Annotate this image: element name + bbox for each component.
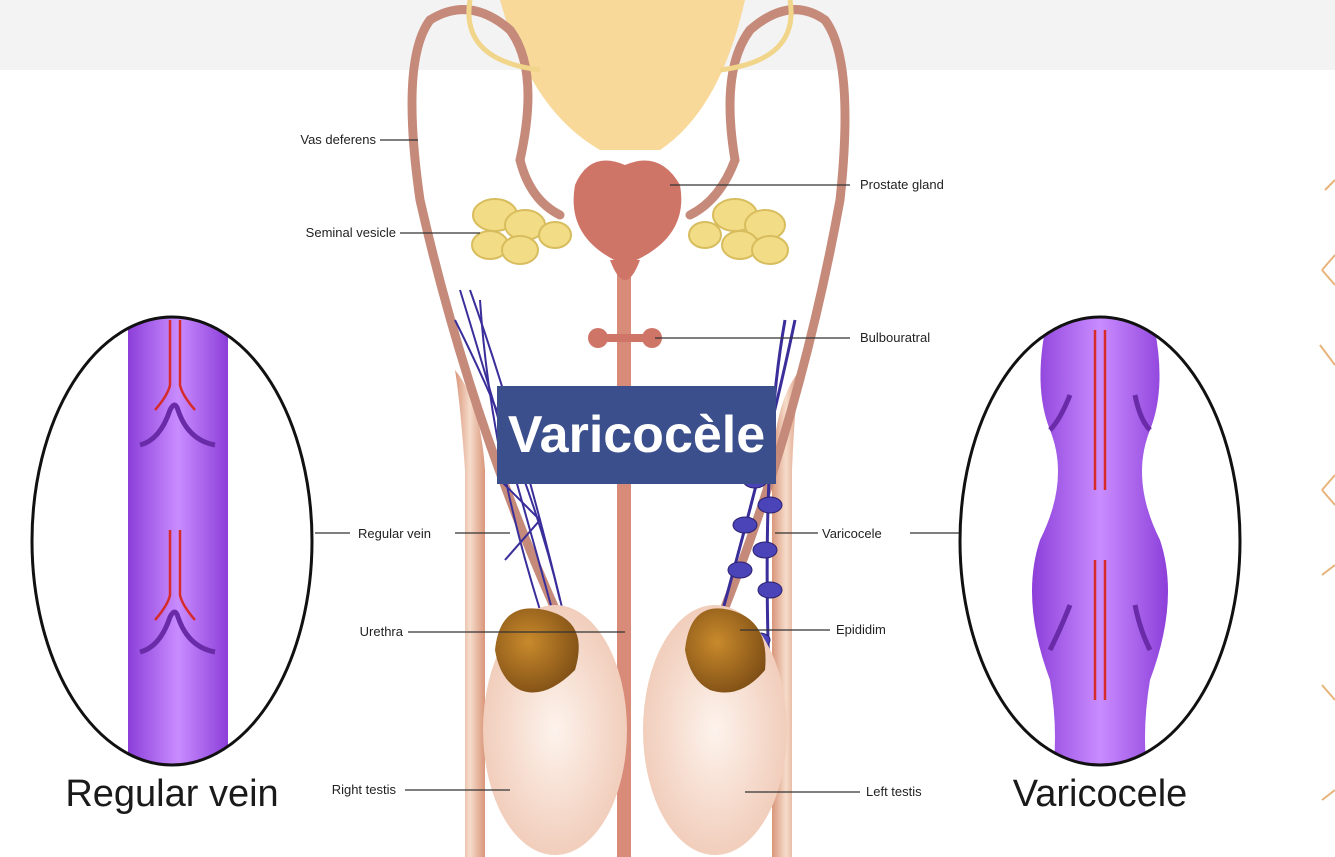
label-seminal-vesicle: Seminal vesicle — [306, 225, 396, 240]
label-prostate-gland: Prostate gland — [860, 177, 944, 192]
label-regular-vein: Regular vein — [358, 526, 431, 541]
edge-decoration — [1320, 180, 1335, 800]
varicocele-zoom — [960, 300, 1240, 790]
right-testis — [483, 605, 627, 855]
caption-regular-vein: Regular vein — [65, 773, 278, 815]
label-bulbouratral: Bulbouratral — [860, 330, 930, 345]
label-right-testis: Right testis — [332, 782, 397, 797]
label-urethra: Urethra — [360, 624, 404, 639]
prostate-gland — [574, 161, 682, 266]
title-banner: Varicocèle — [497, 386, 776, 484]
label-vas-deferens: Vas deferens — [300, 132, 376, 147]
label-varicocele: Varicocele — [822, 526, 882, 541]
regular-vein-zoom — [32, 300, 312, 790]
label-left-testis: Left testis — [866, 784, 922, 799]
left-testis — [643, 605, 787, 855]
bladder — [500, 0, 745, 150]
caption-varicocele: Varicocele — [1013, 773, 1188, 815]
label-epididim: Epididim — [836, 622, 886, 637]
